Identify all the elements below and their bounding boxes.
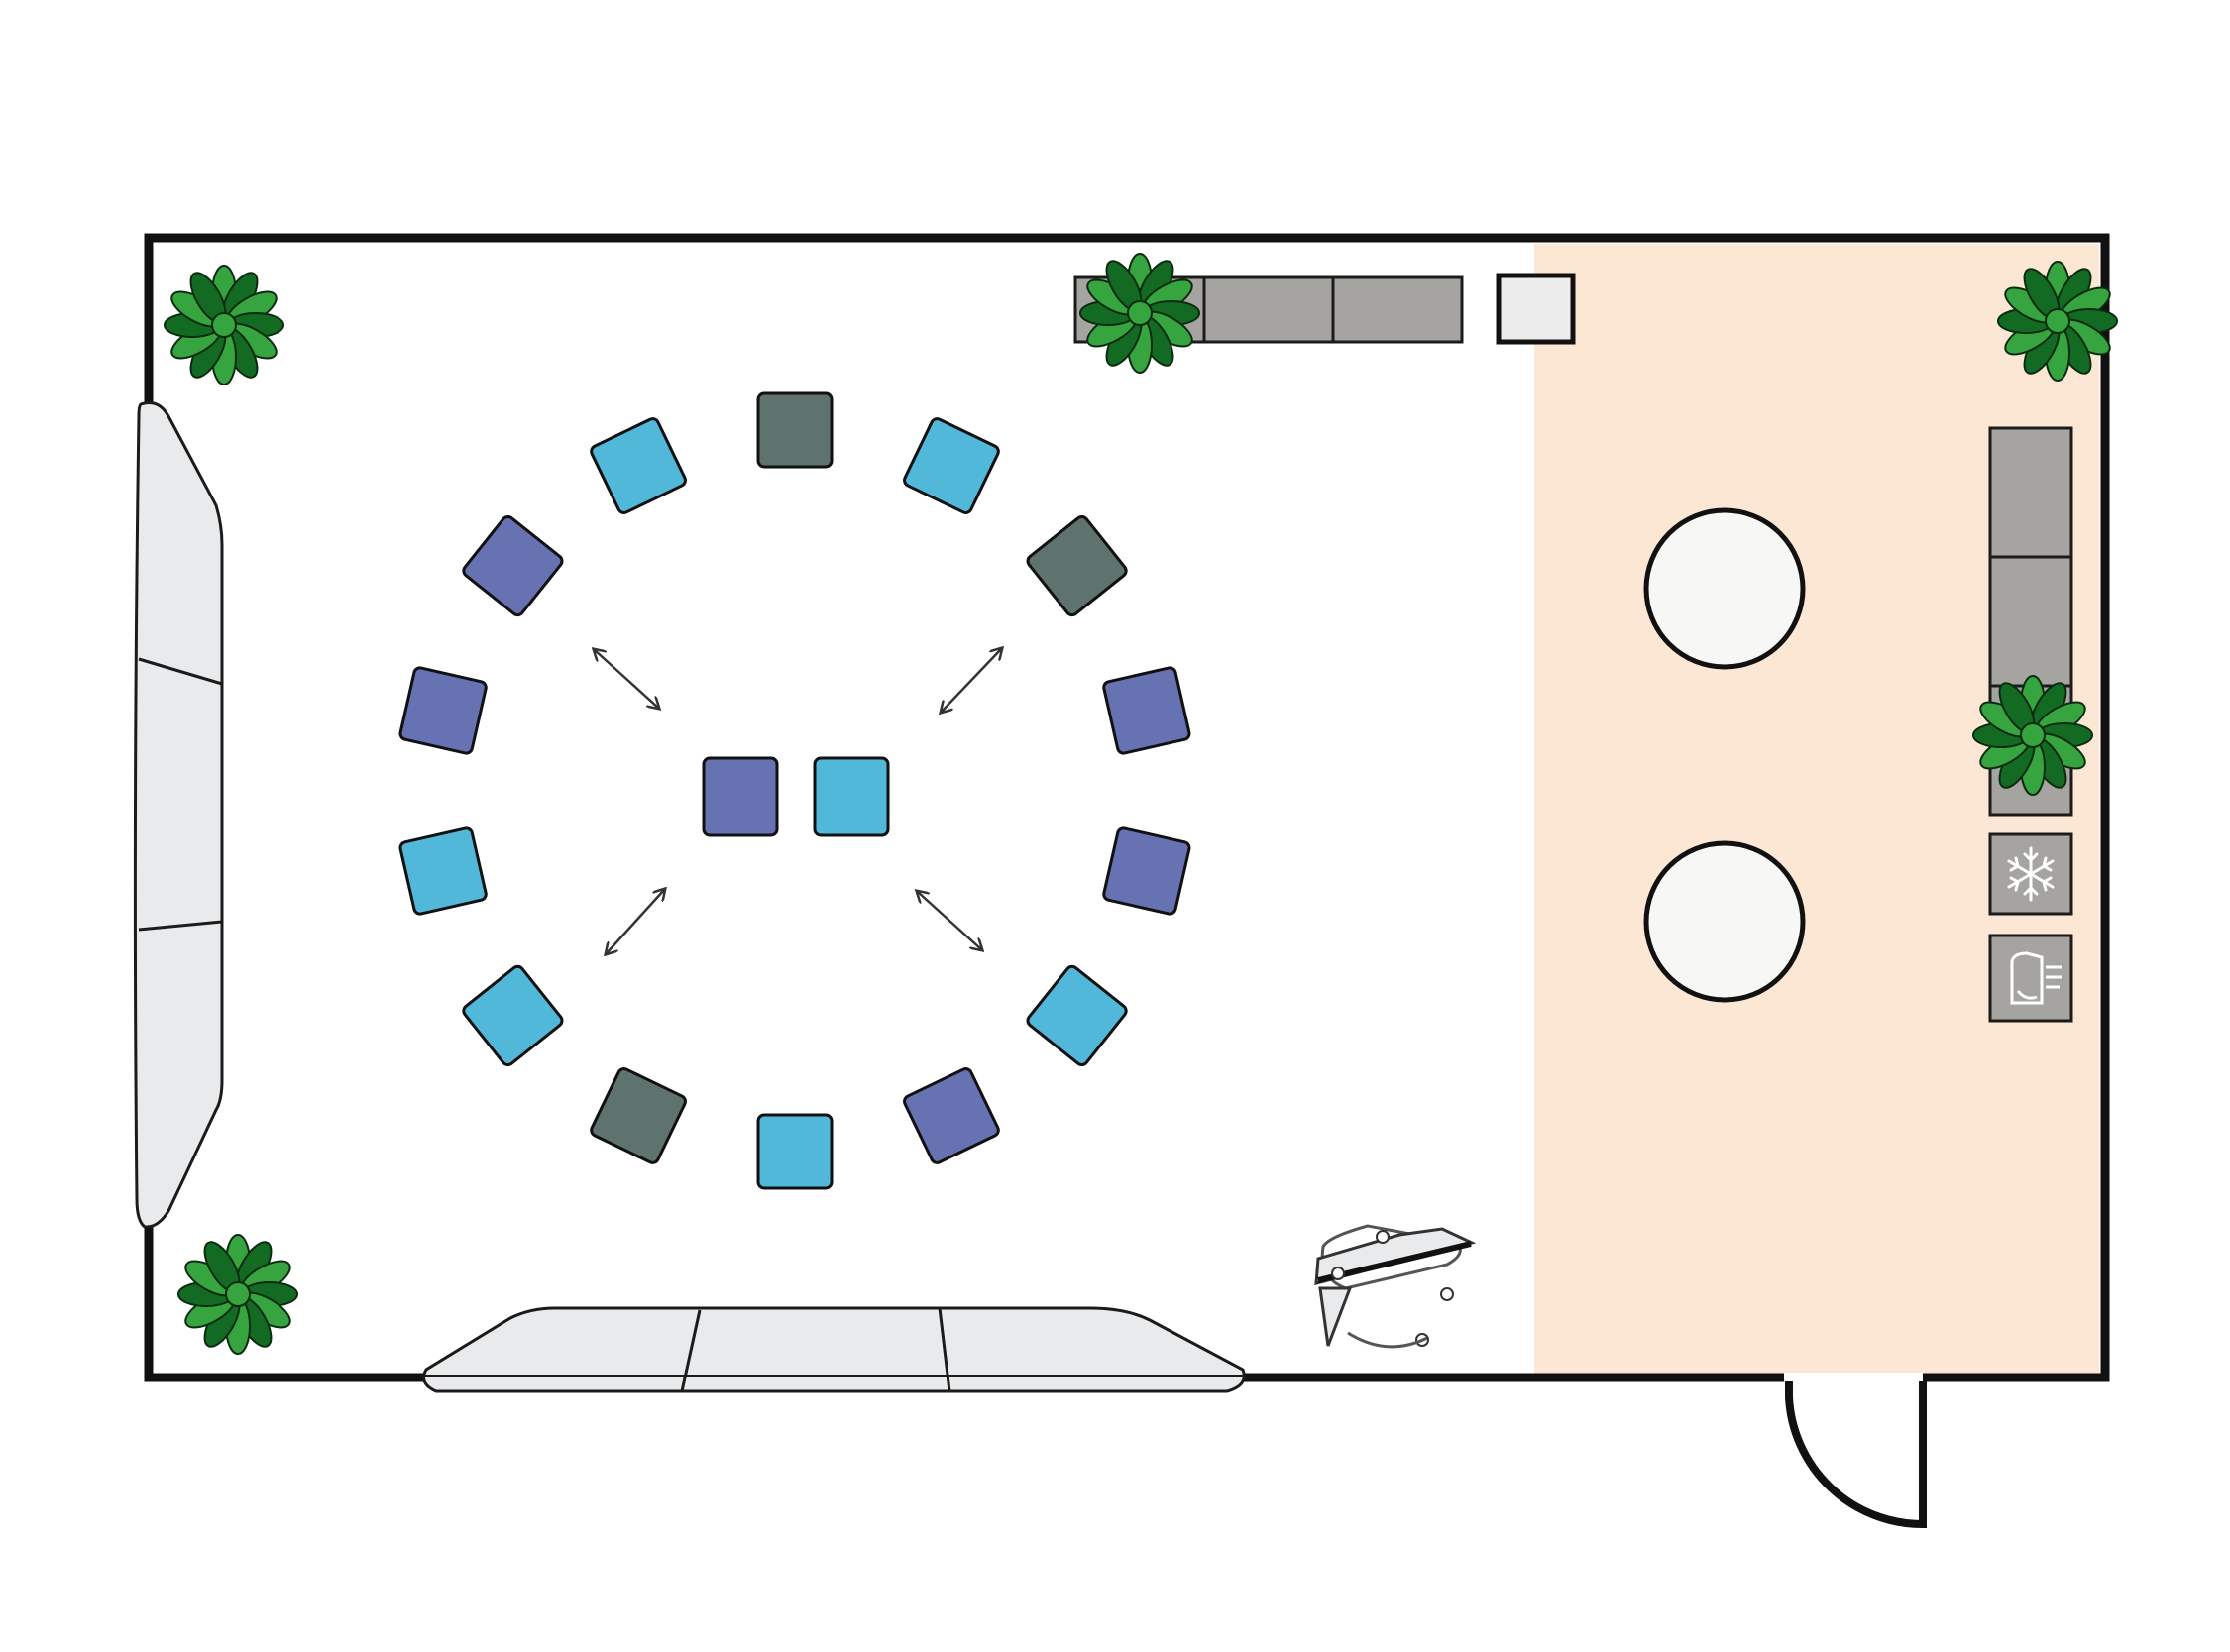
chair[interactable] bbox=[398, 666, 488, 755]
chair[interactable] bbox=[461, 964, 564, 1067]
chair[interactable] bbox=[903, 417, 1001, 515]
chair-ring bbox=[398, 391, 1191, 1190]
double-arrow-icon bbox=[595, 650, 658, 708]
bottom-sofa[interactable] bbox=[420, 1306, 1246, 1393]
chair[interactable] bbox=[702, 756, 779, 837]
chair[interactable] bbox=[1026, 964, 1129, 1067]
chair[interactable] bbox=[1026, 514, 1129, 617]
plant-icon bbox=[1079, 253, 1200, 374]
plant-icon bbox=[1972, 675, 2093, 796]
hand-dryer-icon[interactable] bbox=[1988, 934, 2073, 1023]
double-arrow-icon bbox=[942, 649, 1001, 712]
flip-chart-icon[interactable] bbox=[1314, 1224, 1477, 1349]
chair[interactable] bbox=[590, 417, 688, 515]
chair[interactable] bbox=[398, 826, 488, 916]
chair[interactable] bbox=[1102, 666, 1191, 755]
chair[interactable] bbox=[756, 1113, 834, 1190]
double-arrow-icon bbox=[607, 890, 664, 953]
center-chairs bbox=[702, 756, 890, 837]
chair[interactable] bbox=[813, 756, 890, 837]
chair[interactable] bbox=[903, 1067, 1001, 1165]
plant-icon bbox=[1997, 261, 2118, 382]
chair[interactable] bbox=[756, 391, 834, 469]
plant-icon bbox=[164, 265, 284, 385]
door-icon[interactable] bbox=[1784, 1373, 1927, 1529]
snowflake-icon[interactable] bbox=[1988, 832, 2073, 916]
plants bbox=[164, 253, 2118, 1355]
chair[interactable] bbox=[590, 1067, 688, 1165]
left-sofa[interactable] bbox=[133, 401, 224, 1229]
round-table[interactable] bbox=[1643, 507, 1806, 670]
chair[interactable] bbox=[1102, 826, 1191, 916]
plant-icon bbox=[177, 1234, 298, 1355]
round-table[interactable] bbox=[1643, 840, 1806, 1003]
chair[interactable] bbox=[461, 514, 564, 617]
appliance-box[interactable] bbox=[1496, 273, 1576, 345]
double-arrow-icon bbox=[918, 892, 981, 949]
